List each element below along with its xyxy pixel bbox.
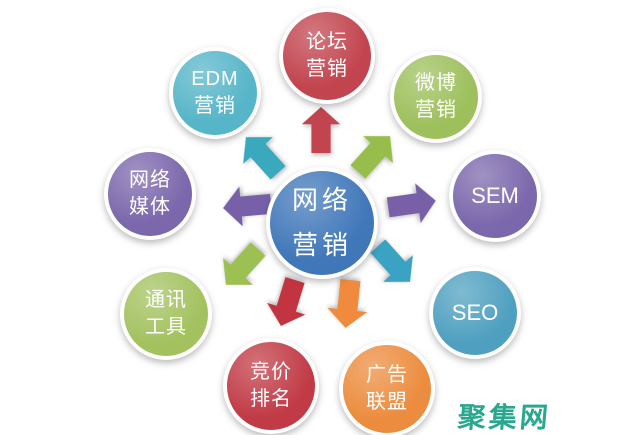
arrow-down-icon (326, 278, 371, 330)
node-network-media: 网络 媒体 (104, 148, 196, 240)
node-label: 广告 联盟 (366, 364, 408, 413)
center-label: 网络 营销 (291, 184, 352, 261)
arrow-down-icon (262, 274, 314, 332)
node-label: 竞价 排名 (250, 361, 292, 410)
node-forum-marketing: 论坛 营销 (279, 8, 375, 104)
node-label: EDM 营销 (191, 68, 239, 117)
node-label: SEO (451, 300, 499, 326)
node-im-tools: 通讯 工具 (120, 268, 212, 360)
arrow-up-right-icon (343, 123, 405, 185)
node-edm-marketing: EDM 营销 (169, 47, 261, 139)
node-label: SEM (471, 183, 519, 209)
node-paid-ranking: 竞价 排名 (223, 338, 319, 434)
node-sem: SEM (449, 150, 541, 242)
arrow-right-icon (385, 181, 438, 227)
arrow-down-right-icon (363, 233, 425, 295)
node-label: 通讯 工具 (145, 289, 187, 338)
arrow-up-left-icon (231, 124, 293, 186)
arrow-up-icon (300, 107, 342, 153)
node-label: 微博 营销 (415, 72, 457, 121)
node-label: 论坛 营销 (306, 31, 348, 80)
node-center-network-marketing: 网络 营销 (266, 167, 378, 279)
watermark-juji-wang: 聚集网 (456, 402, 553, 433)
node-weibo-marketing: 微博 营销 (390, 51, 482, 143)
node-ad-alliance: 广告 联盟 (339, 341, 435, 435)
node-label: 网络 媒体 (129, 169, 171, 218)
arrow-down-left-icon (211, 236, 273, 298)
node-seo: SEO (429, 267, 521, 359)
arrow-left-icon (221, 184, 272, 228)
